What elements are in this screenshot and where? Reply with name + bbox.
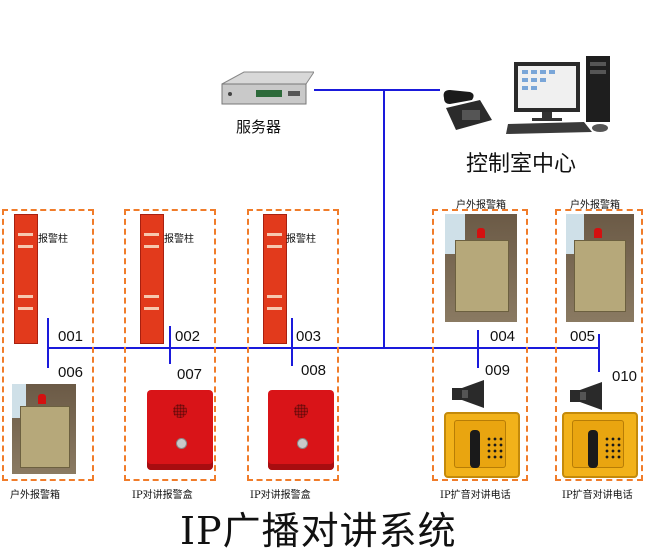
horn-speaker-009 bbox=[452, 380, 484, 408]
node-006-label: 户外报警箱 bbox=[10, 490, 60, 501]
pa-phone-009 bbox=[444, 412, 520, 478]
outdoor-alarm-box-005 bbox=[566, 214, 634, 322]
control-center-equipment bbox=[436, 56, 616, 140]
group-box-1 bbox=[2, 209, 94, 481]
node-002-id: 002 bbox=[175, 328, 201, 345]
node-005-id: 005 bbox=[570, 328, 596, 345]
node-004-id: 004 bbox=[490, 328, 516, 345]
group-box-2 bbox=[124, 209, 216, 481]
group-box-5 bbox=[555, 209, 643, 481]
pa-phone-010 bbox=[562, 412, 638, 478]
alarm-pillar-001 bbox=[14, 214, 38, 344]
diagram-title: IP广播对讲系统 bbox=[180, 509, 457, 553]
node-007-id: 007 bbox=[177, 366, 203, 383]
node-010-label: IP扩音对讲电话 bbox=[562, 490, 633, 501]
horn-speaker-010 bbox=[570, 382, 602, 410]
node-001-label: 报警柱 bbox=[38, 234, 68, 245]
computer-phone-icon bbox=[443, 56, 610, 134]
node-001-id: 001 bbox=[58, 328, 84, 345]
outdoor-alarm-box-004 bbox=[445, 214, 517, 322]
node-008-id: 008 bbox=[301, 362, 327, 379]
node-007-label: IP对讲报警盒 bbox=[132, 490, 193, 501]
node-009-label: IP扩音对讲电话 bbox=[440, 490, 511, 501]
node-004-label: 户外报警箱 bbox=[456, 200, 506, 211]
intercom-box-008 bbox=[268, 390, 334, 470]
server-icon bbox=[221, 71, 315, 105]
intercom-box-007 bbox=[147, 390, 213, 470]
alarm-pillar-003 bbox=[263, 214, 287, 344]
node-003-id: 003 bbox=[296, 328, 322, 345]
outdoor-alarm-box-006 bbox=[12, 384, 76, 474]
alarm-pillar-002 bbox=[140, 214, 164, 344]
node-008-label: IP对讲报警盒 bbox=[250, 490, 311, 501]
node-003-label: 报警柱 bbox=[286, 234, 316, 245]
group-box-4 bbox=[432, 209, 528, 481]
node-010-id: 010 bbox=[612, 368, 638, 385]
node-009-id: 009 bbox=[485, 362, 511, 379]
server-label: 服务器 bbox=[236, 118, 282, 136]
node-006-id: 006 bbox=[58, 364, 84, 381]
group-box-3 bbox=[247, 209, 339, 481]
node-005-label: 户外报警箱 bbox=[570, 200, 620, 211]
control-center-label: 控制室中心 bbox=[466, 152, 577, 177]
node-002-label: 报警柱 bbox=[164, 234, 194, 245]
server-device bbox=[214, 70, 315, 110]
